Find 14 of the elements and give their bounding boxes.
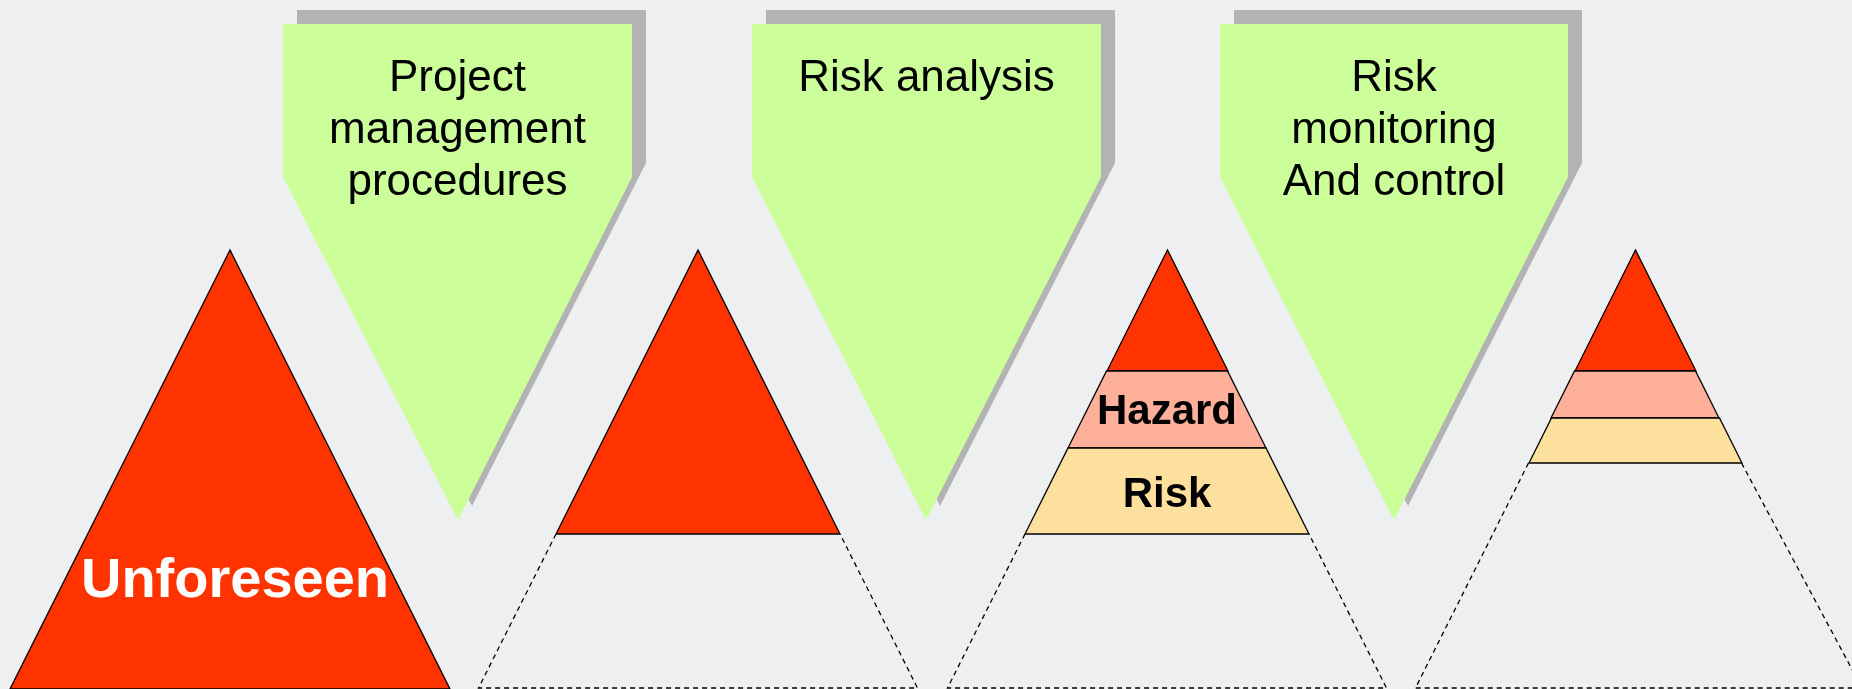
triangle-label: Unforeseen xyxy=(80,546,390,609)
triangle xyxy=(556,250,840,534)
trapezoid-band xyxy=(1025,448,1309,534)
triangle xyxy=(1106,250,1228,371)
arrow-label: Risk monitoring And control xyxy=(1282,51,1506,204)
arrow-label: Project management procedures xyxy=(329,51,586,204)
trapezoid-band xyxy=(1068,371,1266,448)
triangle xyxy=(10,250,450,689)
trapezoid-band xyxy=(1528,418,1742,463)
band-label: Hazard xyxy=(1096,386,1238,433)
arrow-label: Risk analysis xyxy=(798,51,1055,100)
triangle xyxy=(1574,250,1696,371)
band-label: Risk xyxy=(1122,469,1212,516)
trapezoid-band xyxy=(1551,371,1719,418)
